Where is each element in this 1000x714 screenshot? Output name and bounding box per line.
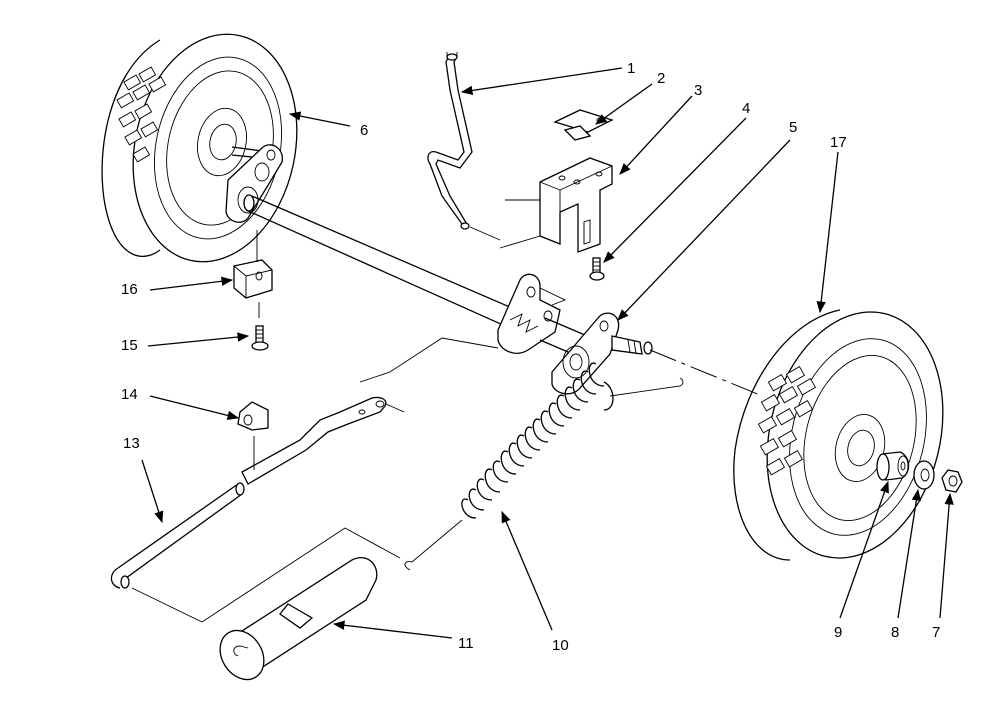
right-wheel — [733, 309, 944, 561]
bracket-screw — [589, 257, 605, 281]
callout-4: 4 — [742, 100, 750, 117]
bushing-screw — [251, 325, 269, 351]
leader-4 — [603, 117, 747, 263]
extension-spring — [404, 362, 684, 571]
callout-11: 11 — [458, 635, 474, 652]
leader-3 — [619, 95, 693, 175]
handle-grip — [131, 527, 401, 681]
wheel-nut — [941, 469, 963, 493]
leader-8 — [897, 488, 921, 619]
wheel-washer — [913, 460, 935, 490]
right-axle-bracket — [551, 312, 653, 395]
leader-6 — [288, 111, 351, 127]
callout-5: 5 — [789, 119, 797, 136]
callout-10: 10 — [552, 637, 569, 654]
mounting-bracket — [499, 157, 613, 253]
callout-1: 1 — [627, 60, 635, 77]
left-wheel-tread — [116, 66, 167, 163]
axle-centerline — [649, 349, 761, 396]
leader-1 — [460, 67, 623, 96]
connecting-link — [241, 337, 499, 485]
axle-tube — [243, 194, 541, 339]
leader-17 — [816, 151, 839, 314]
left-axle-bracket — [225, 144, 283, 223]
rod-bushing — [237, 401, 269, 431]
callout-2: 2 — [657, 70, 665, 87]
adjuster-handle-rod — [427, 52, 501, 241]
callout-17: 17 — [830, 134, 847, 151]
leader-13 — [141, 459, 164, 524]
wheel-spacer — [876, 451, 910, 481]
callout-7: 7 — [932, 624, 940, 641]
leader-5 — [617, 139, 791, 321]
leader-7 — [939, 492, 954, 619]
callout-14: 14 — [121, 386, 138, 403]
callout-13: 13 — [123, 435, 140, 452]
callout-6: 6 — [360, 122, 368, 139]
height-adjuster-bracket — [497, 273, 567, 354]
callout-15: 15 — [121, 337, 138, 354]
leader-16 — [149, 276, 234, 291]
callout-9: 9 — [834, 624, 842, 641]
spring-clip — [553, 109, 614, 141]
leader-11 — [332, 620, 453, 639]
leader-15 — [147, 332, 250, 347]
bushing-block — [233, 230, 273, 318]
callout-8: 8 — [891, 624, 899, 641]
callout-16: 16 — [121, 281, 138, 298]
left-wheel — [101, 33, 298, 263]
leader-9 — [839, 480, 889, 619]
callout-3: 3 — [694, 82, 702, 99]
leader-14 — [149, 395, 240, 420]
leader-2 — [595, 83, 653, 125]
callouts: 1 2 3 4 5 6 7 8 9 10 11 13 14 15 16 17 — [121, 60, 954, 654]
leader-10 — [501, 510, 553, 631]
lift-handle-rod — [110, 482, 245, 589]
right-wheel-tread — [757, 366, 817, 476]
